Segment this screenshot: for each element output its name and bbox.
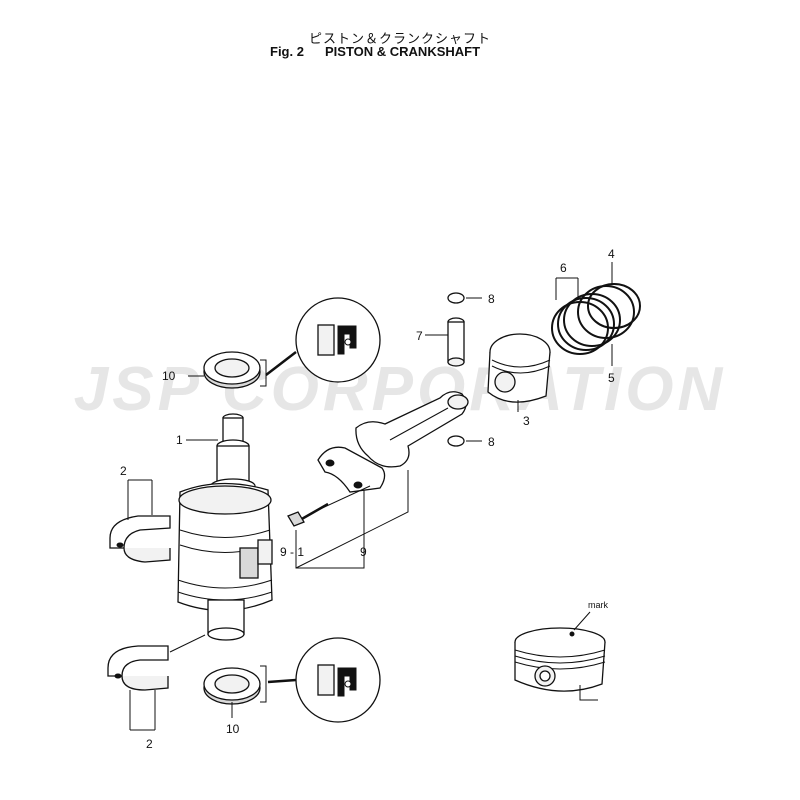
oil-seal-bottom — [203, 665, 267, 718]
conrod-bolt — [287, 485, 371, 569]
label-ring-set: 6 — [560, 261, 567, 275]
label-conrod-bolt: 9 - 1 — [280, 545, 304, 559]
crankshaft — [177, 413, 273, 641]
piston — [487, 333, 551, 412]
bearing-bottom — [107, 634, 206, 731]
label-clip-bottom: 8 — [488, 435, 495, 449]
label-oil-seal-bottom: 10 — [226, 722, 240, 736]
label-ring-bottom: 5 — [608, 371, 615, 385]
clip-top — [447, 292, 482, 304]
label-bearing-bottom: 2 — [146, 737, 153, 751]
piston-rings — [551, 262, 641, 366]
label-clip-top: 8 — [488, 292, 495, 306]
bearing-top — [109, 479, 171, 563]
label-piston: 3 — [523, 414, 530, 428]
conrod-cap — [317, 446, 386, 540]
oil-seal-top — [203, 351, 267, 389]
label-piston-pin: 7 — [416, 329, 423, 343]
label-oil-seal-top: 10 — [162, 369, 176, 383]
piston-mark-detail — [514, 611, 606, 701]
label-bearing-top: 2 — [120, 464, 127, 478]
label-conrod: 9 — [360, 545, 367, 559]
label-mark: mark — [588, 600, 608, 610]
detail-circle-bottom — [267, 637, 381, 723]
detail-circle-top — [265, 297, 381, 383]
watermark: JSP CORPORATION — [73, 355, 727, 424]
piston-pin — [447, 317, 465, 367]
clip-bottom — [447, 435, 482, 447]
label-ring-top: 4 — [608, 247, 615, 261]
connecting-rod — [295, 391, 469, 569]
page-title-japanese: ピストン＆クランクシャフト — [308, 32, 491, 47]
figure-number: Fig. 2 — [270, 44, 304, 59]
label-crankshaft: 1 — [176, 433, 183, 447]
page-title: PISTON & CRANKSHAFT — [325, 44, 481, 59]
